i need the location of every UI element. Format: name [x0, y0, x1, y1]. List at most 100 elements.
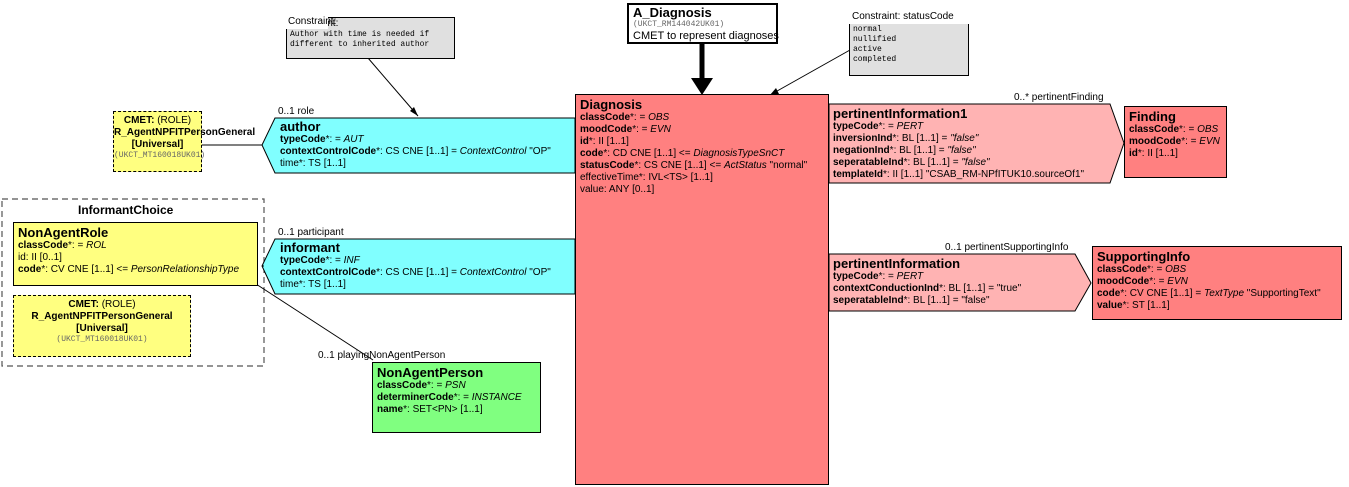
a-diagnosis-header: A_Diagnosis (UKCT_RM144042UK01) CMET to …: [627, 3, 779, 44]
attribute-text: classCode: [1097, 264, 1148, 275]
constraint-status-title: Constraint: statusCode: [852, 11, 954, 22]
supporting-info-box: SupportingInfo classCode*: = OBS moodCod…: [1092, 246, 1342, 320]
attribute-text: seperatableInd: [833, 157, 904, 168]
attribute-text: ROL: [86, 240, 107, 251]
informant-participant-label: 0..1 participant: [278, 227, 344, 238]
attribute-text: PERT: [896, 271, 924, 282]
attribute-text: *: =: [632, 124, 651, 135]
attribute-text: ContextControl: [459, 146, 527, 157]
attribute-text: *: BL [1..1] = "false": [903, 295, 990, 306]
pi-title: pertinentInformation: [833, 256, 961, 271]
attribute-text: templateId: [833, 169, 884, 180]
attribute-text: *: BL [1..1] =: [903, 157, 962, 168]
attribute-text: value: [1097, 300, 1123, 311]
attribute-text: R_AgentNPFITPersonGeneral: [31, 311, 173, 322]
attribute-line: classCode*: = OBS: [580, 112, 824, 124]
attribute-text: id: [580, 136, 589, 147]
attribute-line: seperatableInd*: BL [1..1] = "false": [833, 295, 1021, 307]
pi1-class: pertinentInformation1 typeCode*: = PERT …: [833, 106, 1084, 181]
attribute-line: typeCode*: = INF: [280, 255, 551, 267]
attribute-text: statusCode: [580, 160, 635, 171]
attribute-text: *: II [1..1]: [1137, 148, 1178, 159]
attribute-text: effectiveTime*: IVL<TS> [1..1]: [580, 172, 713, 183]
attribute-text: code: [580, 148, 604, 159]
pi-class: pertinentInformation typeCode*: = PERT c…: [833, 256, 1021, 307]
cmet-code: (UKCT_MT160018UK01): [114, 151, 206, 160]
attribute-text: "OP": [526, 146, 551, 157]
attribute-line: moodCode*: = EVN: [1129, 136, 1222, 148]
attribute-text: EVN: [1167, 276, 1188, 287]
non-agent-role-box: NonAgentRole classCode*: = ROL id: II [0…: [13, 222, 258, 286]
attribute-text: DiagnosisTypeSnCT: [693, 148, 785, 159]
non-agent-person-title: NonAgentPerson: [377, 365, 484, 380]
attribute-text: *: =: [1149, 276, 1168, 287]
attribute-text: classCode: [1129, 124, 1180, 135]
attribute-text: *: =: [453, 392, 472, 403]
informant-class: informant typeCode*: = INF contextContro…: [280, 240, 551, 291]
attribute-line: code*: CD CNE [1..1] <= DiagnosisTypeSnC…: [580, 148, 824, 160]
attribute-text: ActStatus: [723, 160, 767, 171]
attribute-text: *: BL [1..1] =: [889, 145, 948, 156]
attribute-text: PERT: [896, 121, 924, 132]
attribute-text: seperatableInd: [833, 295, 904, 306]
attribute-line: negationInd*: BL [1..1] = "false": [833, 145, 1084, 157]
attribute-text: typeCode: [833, 271, 879, 282]
attribute-text: typeCode: [280, 134, 326, 145]
attribute-text: *: BL [1..1] = "true": [939, 283, 1022, 294]
attribute-text: typeCode: [833, 121, 879, 132]
attribute-text: contextControlCode: [280, 267, 377, 278]
attribute-text: *: =: [1147, 264, 1166, 275]
attribute-line: classCode*: = PSN: [377, 380, 536, 392]
attribute-text: determinerCode: [377, 392, 454, 403]
attribute-line: CMET: (ROLE): [14, 299, 190, 311]
attribute-line: typeCode*: = PERT: [833, 271, 1021, 283]
attribute-text: classCode: [377, 380, 428, 391]
attribute-text: *: =: [1179, 124, 1198, 135]
attribute-text: name: [377, 404, 404, 415]
attribute-line: classCode*: = OBS: [1129, 124, 1222, 136]
attribute-text: "false": [947, 145, 976, 156]
attribute-line: contextControlCode*: CS CNE [1..1] = Con…: [280, 267, 551, 279]
attribute-line: determinerCode*: = INSTANCE: [377, 392, 536, 404]
attribute-line: classCode*: = OBS: [1097, 264, 1337, 276]
pertinent-finding-label: 0..* pertinentFinding: [1014, 92, 1104, 103]
attribute-text: *: II [1..1]: [588, 136, 629, 147]
playing-non-agent-person-label: 0..1 playingNonAgentPerson: [318, 350, 446, 361]
attribute-text: "normal": [766, 160, 808, 171]
status-value: normal: [853, 25, 882, 34]
attribute-text: *: =: [427, 380, 446, 391]
informant-choice-title: InformantChoice: [78, 203, 174, 217]
attribute-text: *: ST [1..1]: [1122, 300, 1170, 311]
header-title: A_Diagnosis: [633, 5, 712, 20]
attribute-line: inversionInd*: BL [1..1] = "false": [833, 133, 1084, 145]
attribute-text: code: [1097, 288, 1121, 299]
attribute-text: *: CV CNE [1..1] <=: [41, 264, 131, 275]
attribute-line: moodCode*: = EVN: [580, 124, 824, 136]
cmet-kind: (ROLE): [154, 115, 192, 126]
attribute-line: value*: ST [1..1]: [1097, 300, 1337, 312]
non-agent-person-box: NonAgentPerson classCode*: = PSN determi…: [372, 362, 541, 433]
attribute-line: templateId*: II [1..1] "CSAB_RM-NPfITUK1…: [833, 169, 1084, 181]
status-value: nullified: [853, 35, 897, 44]
attribute-text: moodCode: [580, 124, 633, 135]
supporting-info-title: SupportingInfo: [1097, 249, 1191, 264]
attribute-text: *: =: [325, 255, 344, 266]
attribute-text: *: BL [1..1] =: [892, 133, 951, 144]
cmet-universal: [Universal]: [131, 139, 184, 150]
attribute-text: ContextControl: [459, 267, 527, 278]
informant-title: informant: [280, 240, 340, 255]
attribute-text: *: II [1..1] "CSAB_RM-NPfITUK10.sourceOf…: [883, 169, 1085, 180]
constraint-author-tab: Constraint:: [288, 16, 337, 27]
attribute-line: typeCode*: = AUT: [280, 134, 551, 146]
attribute-text: id: [1129, 148, 1138, 159]
finding-box: Finding classCode*: = OBS moodCode*: = E…: [1124, 106, 1227, 178]
header-desc: CMET to represent diagnoses: [633, 30, 779, 42]
attribute-text: *: CS CNE [1..1] <=: [634, 160, 724, 171]
cmet-label: CMET:: [123, 115, 155, 126]
diagnosis-title: Diagnosis: [580, 97, 643, 112]
attribute-text: "SupportingText": [1244, 288, 1321, 299]
attribute-text: contextControlCode: [280, 146, 377, 157]
attribute-text: "OP": [526, 267, 551, 278]
attribute-text: *: =: [878, 121, 897, 132]
attribute-text: code: [18, 264, 42, 275]
